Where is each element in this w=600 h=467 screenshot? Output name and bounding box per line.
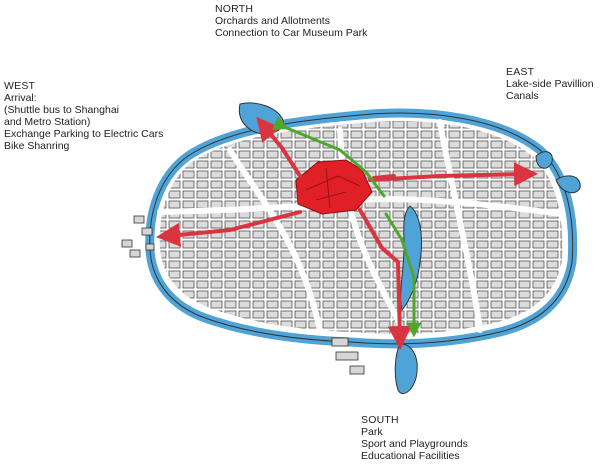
east-label: EAST Lake-side Pavillion Canals — [506, 66, 594, 102]
south-line: Educational Facilities — [361, 450, 460, 462]
arrow-south — [358, 208, 412, 350]
arrow-north — [256, 116, 302, 178]
central-district-detail — [305, 167, 361, 209]
west-line: Exchange Parking to Electric Cars — [4, 128, 164, 140]
arrow-east — [368, 162, 538, 187]
east-line: Lake-side Pavillion — [506, 78, 594, 90]
west-line: (Shuttle bus to Shanghai — [4, 104, 119, 116]
north-line: Orchards and Allotments — [215, 15, 330, 27]
north-label: NORTH Orchards and Allotments Connection… — [215, 3, 367, 39]
north-line: Connection to Car Museum Park — [215, 27, 368, 39]
outer-canal-edge — [149, 112, 574, 345]
south-lake — [394, 343, 418, 394]
town-fabric — [159, 121, 563, 334]
outlying-buildings — [121, 215, 365, 375]
inner-lake — [400, 205, 423, 312]
east-pond-1 — [535, 151, 553, 169]
west-label: WEST Arrival: (Shuttle bus to Shanghai a… — [4, 80, 163, 152]
red-arrows — [156, 116, 538, 350]
water-bodies — [238, 102, 581, 394]
west-line: Bike Shanring — [4, 140, 70, 152]
north-heading: NORTH — [215, 3, 254, 15]
east-heading: EAST — [506, 66, 535, 78]
south-label: SOUTH Park Sport and Playgrounds Educati… — [361, 414, 468, 462]
central-district — [295, 159, 373, 215]
west-line: Arrival: — [4, 92, 37, 104]
west-line: and Metro Station) — [4, 116, 91, 128]
east-line: Canals — [506, 90, 539, 102]
arrow-east-back — [372, 174, 396, 180]
south-line: Sport and Playgrounds — [361, 438, 468, 450]
west-heading: WEST — [4, 80, 36, 92]
east-pond-2 — [555, 175, 581, 194]
south-heading: SOUTH — [361, 414, 399, 426]
south-line: Park — [361, 426, 383, 438]
arrow-west — [156, 210, 302, 247]
green-path — [272, 116, 422, 338]
